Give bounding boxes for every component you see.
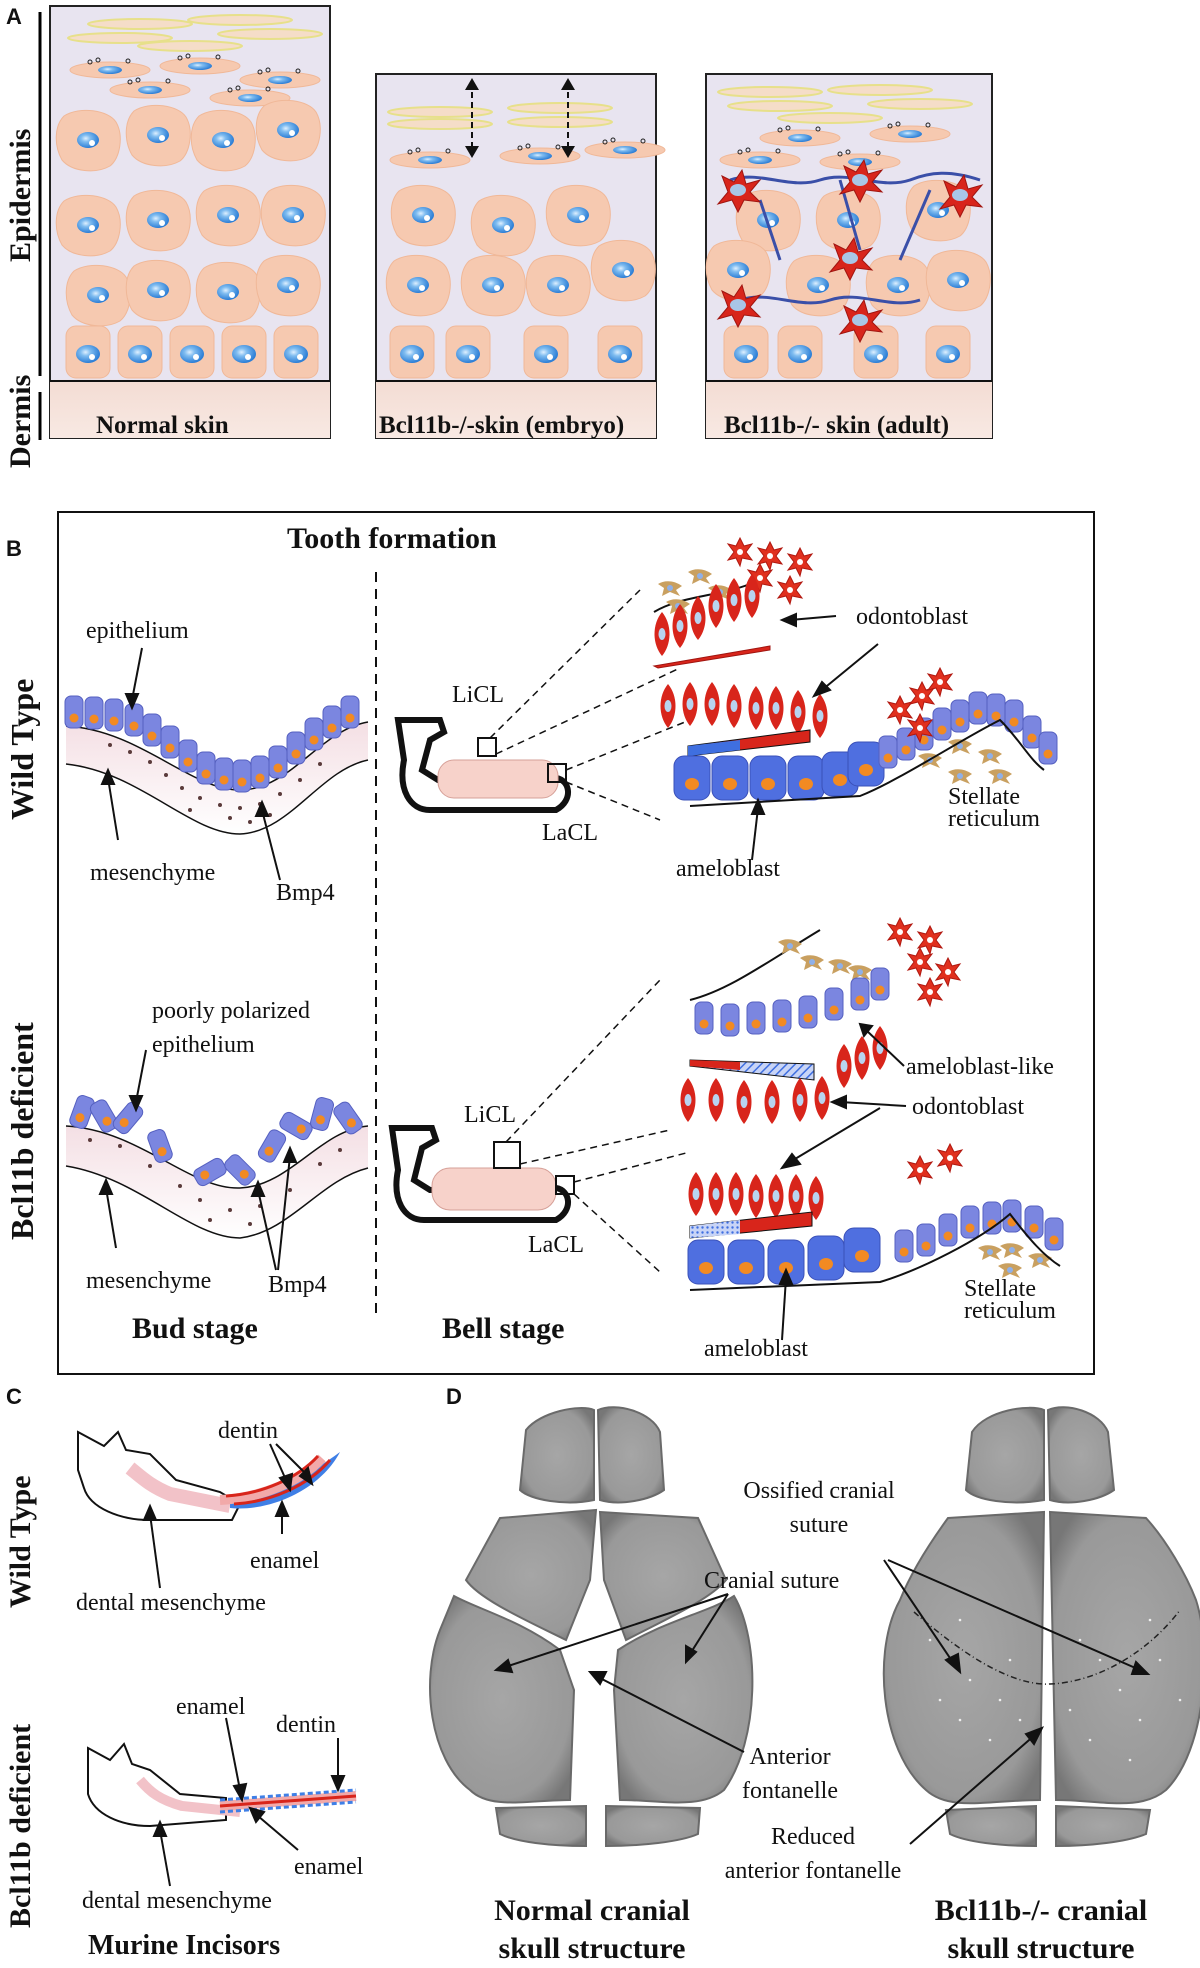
def-licl-label: LiCL — [464, 1102, 516, 1128]
mutant-skull — [882, 1406, 1200, 1848]
def-bmp4-label: Bmp4 — [268, 1272, 327, 1298]
wt-odontoblast-label: odontoblast — [856, 604, 968, 630]
c-wt-enamel-label: enamel — [250, 1548, 320, 1574]
embryo-skin-label: Bcl11b-/-skin (embryo) — [379, 412, 625, 439]
c-def-dentin-label: dentin — [276, 1712, 336, 1738]
wt-epithelium-label: epithelium — [86, 618, 189, 644]
wt-stellate-label: Stellate reticulum — [948, 784, 1040, 832]
anterior-fontanelle-label: Anterior fontanelle — [742, 1744, 838, 1804]
wt-mesenchyme-label: mesenchyme — [90, 860, 216, 886]
def-lacl-label: LaCL — [528, 1232, 584, 1258]
bell-stage-label: Bell stage — [442, 1312, 565, 1345]
c-wt-mesenchyme-label: dental mesenchyme — [76, 1590, 266, 1616]
panel-d-letter: D — [446, 1384, 462, 1409]
adult-skin-label: Bcl11b-/- skin (adult) — [724, 412, 950, 439]
murine-incisors-label: Murine Incisors — [88, 1930, 281, 1961]
panel-b-letter: B — [6, 536, 22, 561]
wt-ameloblast-label: ameloblast — [676, 856, 780, 882]
def-bell-tooth — [388, 1125, 575, 1223]
def-ameloblast-label: ameloblast — [704, 1336, 808, 1362]
def-epithelium-label: epithelium — [152, 1032, 255, 1058]
panel-a-letter: A — [6, 4, 22, 29]
wt-lacl-label: LaCL — [542, 820, 598, 846]
wt-bmp4-label: Bmp4 — [276, 880, 335, 906]
c-def-enamel-bottom-label: enamel — [294, 1854, 364, 1880]
def-poorly-label: poorly polarized — [152, 998, 310, 1024]
def-odontoblast-label: odontoblast — [912, 1094, 1024, 1120]
normal-skull — [429, 1406, 754, 1848]
tooth-formation-title: Tooth formation — [287, 522, 497, 555]
normal-skin-box — [49, 5, 331, 439]
c-def-mesenchyme-label: dental mesenchyme — [82, 1888, 272, 1914]
reduced-fontanelle-label: Reduced anterior fontanelle — [724, 1824, 902, 1884]
wt-bell-tooth — [394, 717, 571, 813]
cranial-suture-label: Cranial suture — [704, 1568, 840, 1594]
normal-skin-label: Normal skin — [96, 412, 229, 439]
adult-skin-box — [705, 73, 993, 439]
ossified-suture-label: Ossified cranial suture — [743, 1478, 895, 1538]
c-wt-dentin-label: dentin — [218, 1418, 278, 1444]
normal-skull-caption: Normal cranial skull structure — [494, 1894, 690, 1965]
def-ameloblast-like-label: ameloblast-like — [906, 1054, 1054, 1080]
embryo-skin-box — [375, 73, 666, 439]
bud-stage-label: Bud stage — [132, 1312, 258, 1345]
mutant-skull-caption: Bcl11b-/- cranial skull structure — [934, 1894, 1148, 1965]
c-def-enamel-top-label: enamel — [176, 1694, 246, 1720]
wt-licl-label: LiCL — [452, 682, 504, 708]
def-stellate-label: Stellate reticulum — [964, 1276, 1056, 1324]
panel-c-letter: C — [6, 1384, 22, 1409]
def-mesenchyme-label: mesenchyme — [86, 1268, 212, 1294]
